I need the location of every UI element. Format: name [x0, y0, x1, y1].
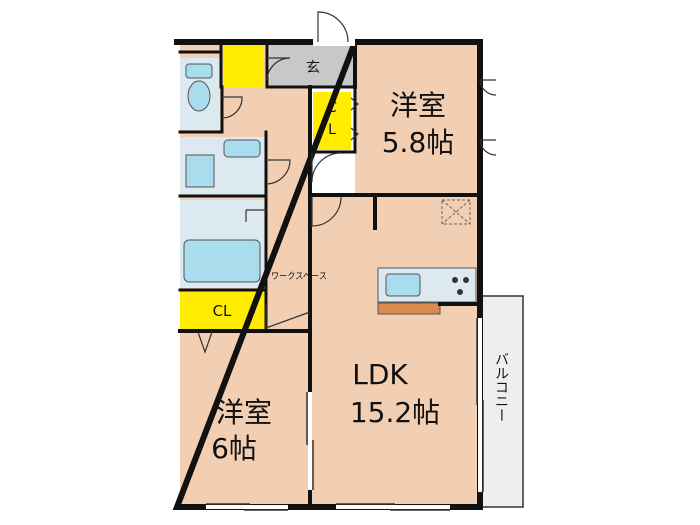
bedroom-bottom-size: 6帖	[211, 432, 257, 465]
closet-top-label-l: L	[328, 122, 336, 138]
washing-machine	[185, 154, 215, 188]
range-hood	[441, 199, 471, 225]
washbasin	[223, 139, 261, 158]
bathtub	[183, 239, 261, 283]
closet-top-label-c: C	[327, 100, 337, 116]
ldk-size: 15.2帖	[350, 396, 440, 429]
outer-wall	[172, 39, 483, 510]
ldk-name: LDK	[352, 358, 408, 391]
openings	[197, 11, 497, 511]
closet-left-label: CL	[213, 302, 232, 320]
closet-door-mark	[350, 97, 359, 111]
entrance-label: 玄	[306, 59, 320, 76]
toilet-tank	[185, 63, 213, 79]
door-swing	[311, 196, 342, 227]
work-space-label: ワークスペース	[271, 271, 327, 282]
entrance-door-gap	[313, 38, 355, 46]
bedroom-top-size: 5.8帖	[382, 126, 455, 159]
closet-small-top	[224, 45, 264, 87]
range-hood-cross	[441, 199, 471, 225]
kitchen-bar	[377, 302, 441, 315]
door-swing	[245, 209, 266, 222]
bedroom-top-name: 洋室	[390, 89, 446, 122]
closet-door-mark	[197, 331, 213, 354]
entrance-door-swing	[317, 11, 349, 43]
stove-burner	[463, 277, 469, 283]
bedroom-bottom-name: 洋室	[216, 396, 272, 429]
stove-burner	[457, 289, 463, 295]
closet-door-mark	[350, 127, 359, 141]
bedroom-top-floor	[355, 45, 477, 195]
kitchen-sink	[385, 273, 421, 297]
stove-burner	[452, 277, 458, 283]
range-hood-cross	[441, 199, 471, 225]
toilet-bowl	[187, 80, 211, 112]
balcony-label: バルコニー	[493, 352, 509, 422]
floors	[180, 45, 524, 508]
bedroom-bottom-floor	[180, 330, 310, 507]
ldk-floor	[310, 195, 477, 507]
door-swing	[265, 305, 311, 329]
fixtures	[183, 63, 477, 315]
door-swing	[265, 159, 291, 185]
door-swing	[311, 152, 342, 183]
labels: 玄 洋室 5.8帖 C L CL ワークスペース LDK 15.2帖 洋室 6帖…	[211, 59, 509, 465]
door-swing	[221, 96, 243, 119]
window-mark	[479, 79, 497, 96]
door-swing	[266, 57, 291, 81]
balcony-floor	[478, 295, 524, 508]
window-mark	[479, 139, 497, 156]
